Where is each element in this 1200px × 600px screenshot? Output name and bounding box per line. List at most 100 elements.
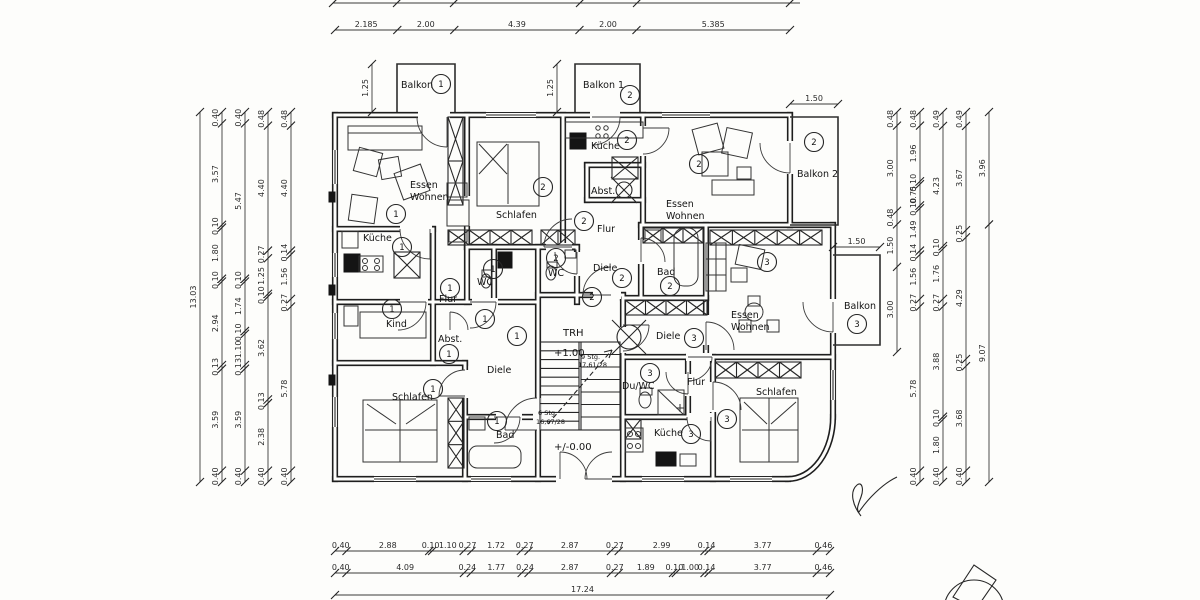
room-label: WC1 (477, 258, 504, 288)
apartment-number: 2 (540, 183, 545, 193)
room-name: Diele (487, 365, 511, 376)
dim-label: 1.25 (257, 267, 266, 285)
dim-label: 0.27 (459, 541, 477, 550)
apartment-number-badge: 2 (532, 176, 554, 198)
furniture (347, 125, 423, 151)
door-swing (493, 416, 521, 444)
dim-label: 4.40 (257, 179, 266, 197)
dim-label: 0.13 (211, 358, 220, 376)
dim-label: 3.88 (932, 353, 941, 371)
room-label: Diele (487, 365, 511, 376)
apartment-number-badge: 3 (716, 408, 738, 430)
apartment-number: 2 (553, 254, 558, 264)
door-opening (461, 370, 469, 398)
room-name: Essen (666, 199, 694, 210)
dim-label: 1.56 (280, 268, 289, 286)
dim-label: 17.24 (571, 585, 594, 594)
room-name: Diele (593, 263, 617, 274)
dim-label: 0.40 (211, 467, 220, 485)
annotations-layer (852, 476, 1003, 600)
apartment-number-badge: 3 (846, 313, 868, 335)
dim-label: 3.77 (754, 563, 772, 572)
dim-label: 1.80 (932, 436, 941, 454)
dim-label: 0.10 (211, 271, 220, 289)
stair-annotation: 6 Stg. (538, 409, 557, 417)
dim-label: 0.13 (257, 392, 266, 410)
furniture (468, 416, 486, 431)
door-opening (639, 126, 647, 156)
dim-label: 4.09 (396, 563, 414, 572)
room-label: Balkon 12 (583, 80, 641, 106)
room-name: WC (548, 268, 564, 279)
apartment-number: 1 (514, 332, 519, 342)
stair-annotation: 16,67/28 (536, 418, 565, 426)
apartment-number: 3 (764, 258, 769, 268)
apartment-number: 2 (619, 274, 624, 284)
apartment-number: 1 (438, 80, 443, 90)
room-label: Schlafen (392, 392, 433, 403)
apartment-number-badge: 1 (385, 203, 407, 225)
door-swing (802, 301, 834, 333)
furniture (446, 199, 470, 227)
dim-label: 0.40 (909, 467, 918, 485)
furniture (358, 255, 384, 273)
apartment-number: 3 (724, 415, 729, 425)
apartment-number-badge: 3 (680, 423, 702, 445)
room-label: Du/WC3 (622, 362, 661, 392)
room-name: Balkon (401, 80, 433, 91)
door-opening (418, 111, 450, 119)
dim-label: 1.00 (681, 563, 699, 572)
apartment-number-badge: 1 (482, 258, 504, 280)
apartment-number: 2 (627, 91, 632, 101)
closet-xbox (447, 229, 533, 246)
balcony-outline (790, 116, 839, 226)
dim-chain-bottom-total: 17.24 (330, 585, 835, 600)
shaft (569, 132, 587, 150)
apartment-number: 3 (854, 320, 859, 330)
toilet (638, 391, 652, 409)
door-swing (665, 371, 689, 395)
furniture (711, 179, 755, 196)
dim-label: 3.59 (211, 411, 220, 429)
dim-chain-top-cut (328, 0, 800, 8)
dim-label: 1.77 (487, 563, 505, 572)
dim-label: 4.40 (280, 179, 289, 197)
furniture (377, 155, 403, 181)
dim-label: 1.49 (909, 221, 918, 239)
apartment-number: 2 (667, 282, 672, 292)
room-name: Wohnen (666, 211, 705, 222)
dim-label: 4.39 (508, 20, 526, 29)
north-arrow-sketch (945, 564, 1003, 600)
dim-label: 0.48 (886, 110, 895, 128)
dim-label: 0.49 (955, 110, 964, 128)
dim-label: 0.10 (234, 271, 243, 289)
furniture (701, 151, 729, 177)
room-name: Balkon 2 (797, 169, 838, 180)
dim-label: 3.77 (754, 541, 772, 550)
dim-label: 2.185 (355, 20, 378, 29)
apartment-number-badge: 1 (439, 277, 461, 299)
dim-label: 0.24 (458, 563, 476, 572)
dim-label: 0.40 (332, 563, 350, 572)
furniture (766, 319, 780, 333)
apartment-number-badge: 3 (756, 251, 778, 273)
dim-label: 1.50 (886, 237, 895, 255)
furniture (393, 163, 431, 201)
furniture (730, 267, 748, 283)
dim-label: 0.40 (332, 541, 350, 550)
door-swing (759, 142, 791, 174)
dim-label: 0.48 (257, 110, 266, 128)
room-name: Küche (591, 141, 620, 152)
furniture (734, 243, 766, 271)
dim-label: 4.29 (955, 289, 964, 307)
dim-label: 0.10 (932, 239, 941, 257)
